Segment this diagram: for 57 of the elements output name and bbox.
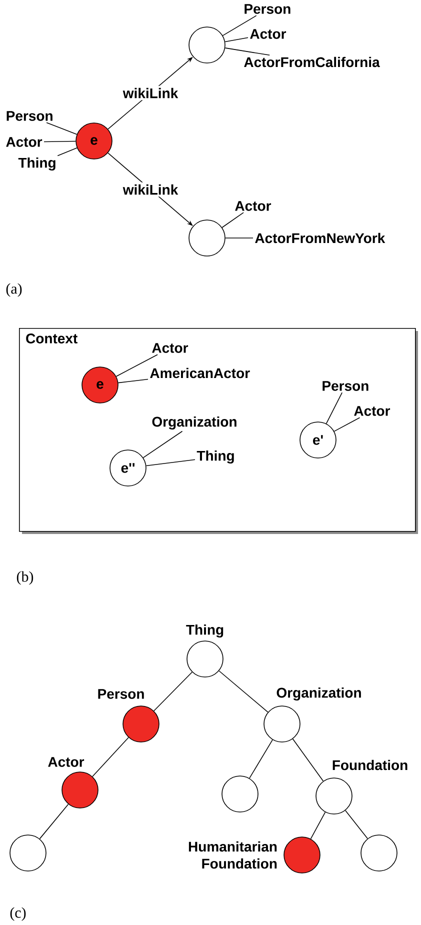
tree-edge [292,738,324,782]
leader-line [57,148,78,156]
node-label: Foundation [332,760,408,770]
type-label: Person [6,111,52,121]
leader-line [222,15,257,36]
type-label: Person [244,4,290,14]
leader-line [118,378,148,384]
tree-edge [249,739,273,779]
type-label: Person [322,381,368,391]
tree-node [360,834,398,872]
leader-line [116,354,158,377]
leader-line [46,122,78,135]
node-label: Thing [186,624,224,638]
leader-line [224,48,270,56]
leader-line [334,417,360,432]
type-label: Actor [235,201,272,211]
panel-label: (a) [6,283,22,297]
tree-edge [154,672,192,712]
type-label: ActorFromNewYork [255,232,386,244]
entity-circle [188,220,226,256]
tree-edge [92,737,129,777]
node-label: Person [98,689,144,699]
leader-line [142,430,183,458]
type-label: ActorFromCalifornia [244,56,380,68]
tree-node: Actor [48,757,98,808]
node-label: Actor [48,757,84,767]
leader-line [326,392,342,424]
tree-edge [218,670,268,713]
leader-line [146,459,196,466]
type-label: Actor [250,29,286,39]
leader-line [224,37,248,42]
type-label: Actor [6,137,42,147]
type-label: AmericanActor [150,368,250,378]
tree-edge [310,812,326,840]
tree-node: Humanitarian Foundation [188,836,320,874]
edge-label: wikiLink [120,182,180,197]
tree-edge [39,804,69,840]
edge-label: wikiLink [120,86,180,100]
leader-line [44,140,76,142]
type-label: Thing [18,157,56,171]
tree-node: Thing [186,624,224,678]
panel-label: (b) [16,571,34,585]
type-label: Organization [152,416,236,430]
type-label: Thing [196,450,234,464]
tree-node: Person [98,689,160,742]
tree-node [10,834,46,872]
tree-node: Organization [264,687,361,742]
node-label: Organization [276,687,361,701]
leader-line [222,212,244,228]
panel-label: (c) [10,907,26,921]
type-label: Actor [354,406,390,416]
type-label: Actor [152,343,188,353]
node-label: Humanitarian Foundation [188,841,277,869]
entity-circle [188,26,226,64]
tree-node [222,776,258,812]
tree-node: Foundation [316,760,408,814]
tree-edge [345,810,368,839]
